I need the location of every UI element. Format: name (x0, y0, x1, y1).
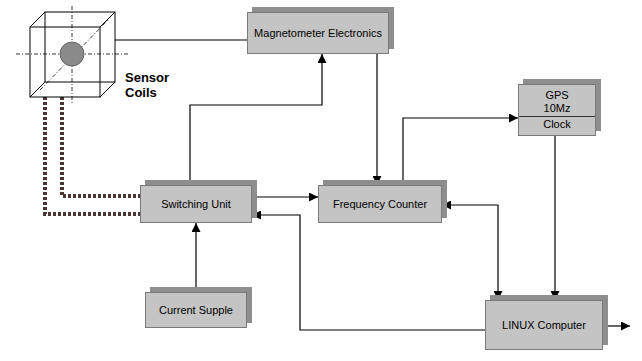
output-line (607, 325, 630, 326)
box-label: Frequency Counter (333, 198, 427, 211)
process-box: Switching Unit (140, 185, 252, 223)
cube-edge (100, 12, 115, 27)
signal-line (252, 196, 318, 197)
process-box: Magnetometer Electronics (247, 12, 389, 54)
cube-front (30, 27, 100, 97)
output-arrow (607, 326, 630, 327)
box-label: GPS (545, 89, 568, 102)
signal-line (195, 223, 196, 292)
signal-line (190, 54, 322, 185)
signal-line (376, 54, 377, 185)
axis-line (40, 20, 108, 90)
box-label: 10Mz (544, 102, 571, 115)
coil-wire (45, 97, 140, 214)
cube-edge (100, 82, 115, 97)
sensor-cube: Sensor Coils (30, 12, 115, 97)
clock-box: GPS10MzClock (518, 84, 596, 136)
cube-back (45, 12, 115, 82)
coil-label: Sensor Coils (125, 70, 177, 100)
coil-wire (62, 97, 140, 196)
box-label: Magnetometer Electronics (254, 27, 382, 40)
process-box: Current Supple (145, 292, 247, 328)
process-box: LINUX Computer (485, 300, 603, 350)
process-box: Frequency Counter (318, 185, 442, 223)
coil-wire (115, 39, 247, 40)
box-label: Current Supple (159, 304, 233, 317)
cube-edge (30, 82, 45, 97)
sensor-sphere (60, 42, 84, 66)
signal-line (252, 215, 485, 330)
box-label: LINUX Computer (502, 319, 586, 332)
box-label: Switching Unit (161, 198, 231, 211)
cube-edge (30, 12, 45, 27)
box-label: Clock (519, 116, 595, 131)
coil-cube (30, 12, 115, 97)
signal-line (403, 118, 518, 185)
signal-line (442, 205, 498, 300)
signal-line (554, 136, 555, 300)
